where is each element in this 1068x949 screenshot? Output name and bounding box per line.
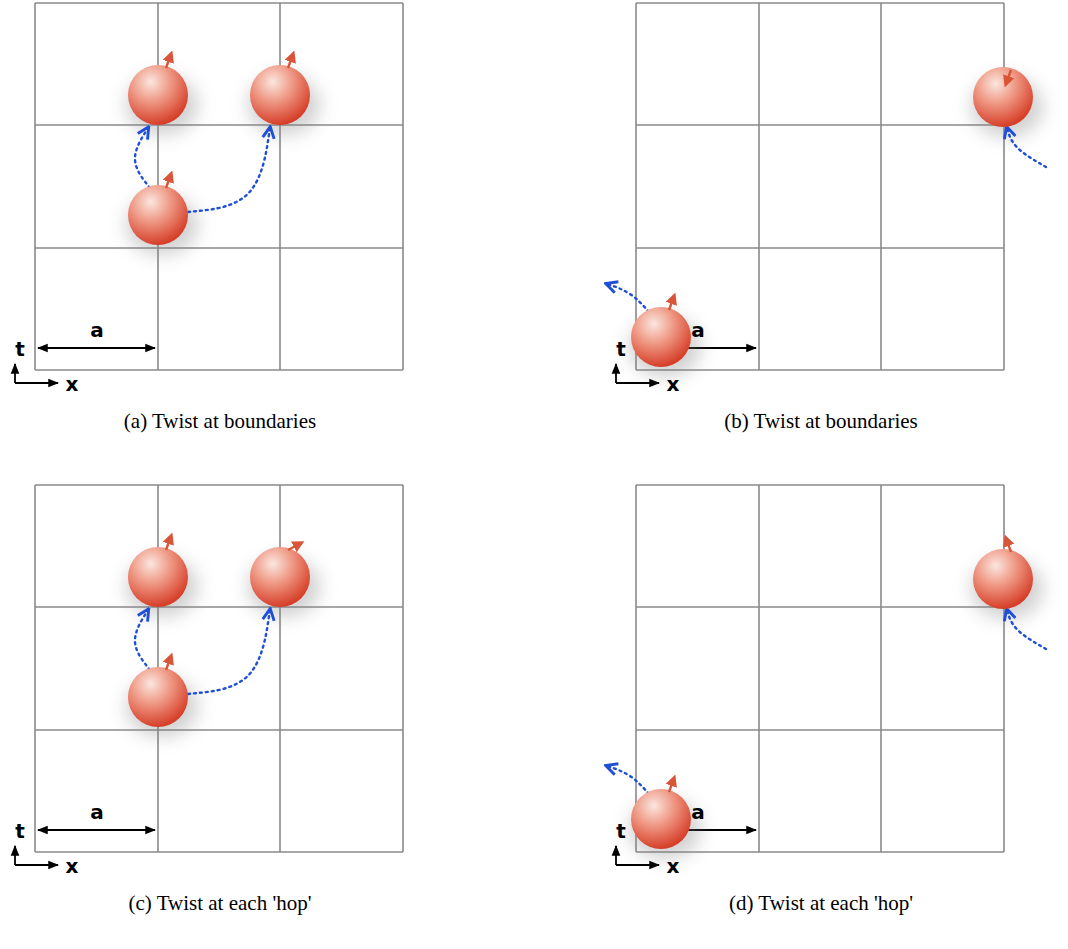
hop-arrow [1007,610,1046,649]
axis-arrow [615,364,617,383]
grid-line [35,369,403,371]
axis-arrow [15,382,58,384]
lattice-panel [15,3,403,383]
axis-arrow [616,382,659,384]
lattice-grid [35,485,403,852]
grid-line [758,3,760,370]
axis-label: x [667,856,680,876]
fermion-sphere [973,549,1033,609]
grid-line [35,2,403,4]
grid-line [636,729,1004,731]
dimension-label: a [691,320,705,340]
lattice-grid [636,3,1004,370]
grid-line [1003,3,1005,370]
fermion-sphere [631,789,691,849]
lattice-panel [607,3,1046,383]
axis-arrow [14,364,16,383]
spin-arrow [288,54,293,68]
grid-line [636,369,1004,371]
grid-line [636,484,1004,486]
axis-label: x [667,374,680,394]
hop-arrow [188,610,270,694]
spin-arrow [669,296,674,310]
grid-line [635,3,637,370]
axis-label: t [15,821,25,841]
panel-caption: (c) Twist at each 'hop' [129,893,312,914]
axis-label: x [66,856,79,876]
grid-line [636,2,1004,4]
panel-caption: (d) Twist at each 'hop' [729,893,913,914]
lattice-panel [607,485,1046,865]
hop-arrow [188,128,270,212]
fermion-sphere [250,65,310,125]
grid-line [402,3,404,370]
spin-arrow [1006,70,1011,84]
fermion-sphere [128,65,188,125]
grid-line [35,247,403,249]
spin-arrow [166,174,171,188]
hop-arrow [607,284,649,312]
panel-caption: (a) Twist at boundaries [124,411,316,432]
lattice-grid [35,3,403,370]
grid-line [880,485,882,852]
dimension-arrow [38,347,155,349]
axis-arrow [616,864,659,866]
lattice-grid [636,485,1004,852]
grid-line [402,485,404,852]
grid-line [758,485,760,852]
grid-line [1003,485,1005,852]
grid-line [35,484,403,486]
axis-label: t [616,339,626,359]
spin-arrow [166,536,171,550]
dimension-label: a [691,802,705,822]
grid-line [636,247,1004,249]
dimension-label: a [90,320,104,340]
panel-caption: (b) Twist at boundaries [724,411,918,432]
spin-arrow [166,54,171,68]
fermion-sphere [128,547,188,607]
axis-label: t [616,821,626,841]
hop-arrow [1007,128,1046,167]
hop-arrow [135,128,150,188]
grid-line [34,485,36,852]
grid-line [34,3,36,370]
grid-line [636,606,1004,608]
grid-line [35,606,403,608]
fermion-sphere [128,667,188,727]
grid-line [35,851,403,853]
grid-line [279,3,281,370]
axis-label: x [66,374,79,394]
grid-line [35,124,403,126]
grid-line [279,485,281,852]
fermion-sphere [250,547,310,607]
hop-arrow [607,766,649,794]
axis-arrow [14,846,16,865]
spin-arrow [669,778,674,792]
dimension-label: a [90,802,104,822]
spin-arrow [1006,538,1011,552]
lattice-panel [15,485,403,865]
fermion-sphere [973,67,1033,127]
axis-arrow [615,846,617,865]
grid-line [636,851,1004,853]
axis-label: t [15,339,25,359]
spin-arrow [288,543,301,550]
grid-line [635,485,637,852]
hop-arrow [135,610,150,670]
grid-line [35,729,403,731]
spin-arrow [166,656,171,670]
grid-line [880,3,882,370]
grid-line [636,124,1004,126]
fermion-sphere [631,307,691,367]
dimension-arrow [38,829,155,831]
fermion-sphere [128,185,188,245]
axis-arrow [15,864,58,866]
